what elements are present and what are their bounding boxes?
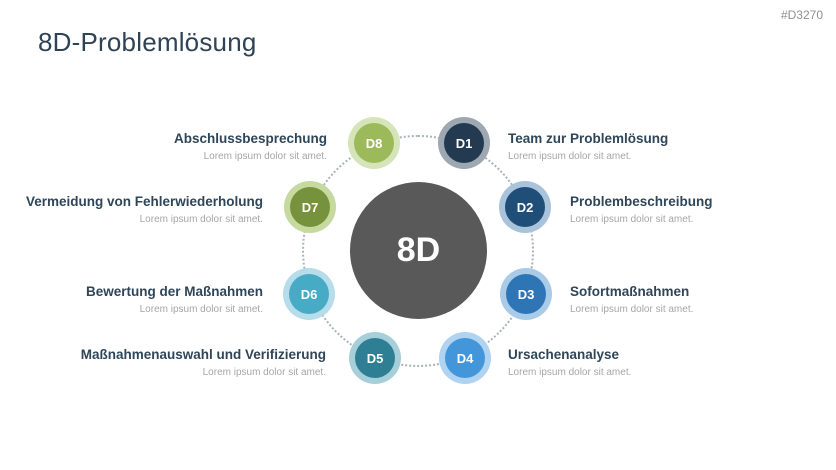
node-desc-d1: Lorem ipsum dolor sit amet.	[508, 151, 632, 162]
node-id-d7: D7	[301, 199, 319, 215]
node-circle-d6-inner: D6	[289, 274, 329, 314]
node-circle-d8: D8	[348, 117, 400, 169]
node-circle-d3-inner: D3	[506, 274, 546, 314]
node-id-d2: D2	[516, 199, 534, 215]
node-desc-d7: Lorem ipsum dolor sit amet.	[139, 214, 263, 225]
node-title-d4: Ursachenanalyse	[508, 347, 620, 362]
node-circle-d8-inner: D8	[354, 123, 394, 163]
node-circle-d4-inner: D4	[445, 338, 485, 378]
node-label-d1: Team zur Problemlösung Lorem ipsum dolor…	[508, 131, 836, 163]
node-circle-d6: D6	[283, 268, 335, 320]
node-circle-d4: D4	[439, 332, 491, 384]
node-id-d1: D1	[455, 135, 473, 151]
node-title-d8: Abschlussbesprechung	[173, 131, 327, 146]
node-circle-d3: D3	[500, 268, 552, 320]
node-label-d8: Abschlussbesprechung Lorem ipsum dolor s…	[0, 131, 327, 163]
dotted-connector-ring	[302, 135, 534, 367]
center-circle-label: 8D	[396, 231, 441, 269]
node-title-d1: Team zur Problemlösung	[508, 131, 669, 146]
node-circle-d2: D2	[499, 181, 551, 233]
node-title-d3: Sofortmaßnahmen	[570, 284, 690, 299]
node-label-d3: Sofortmaßnahmen Lorem ipsum dolor sit am…	[570, 284, 836, 316]
node-label-d5: Maßnahmenauswahl und Verifizierung Lorem…	[0, 347, 326, 379]
node-circle-d5-inner: D5	[355, 338, 395, 378]
node-circle-d1: D1	[438, 117, 490, 169]
node-desc-d5: Lorem ipsum dolor sit amet.	[202, 367, 326, 378]
node-label-d7: Vermeidung von Fehlerwiederholung Lorem …	[0, 194, 263, 226]
node-id-d8: D8	[365, 135, 383, 151]
node-label-d2: Problembeschreibung Lorem ipsum dolor si…	[570, 194, 836, 226]
page-title: 8D-Problemlösung	[38, 27, 257, 57]
node-id-d6: D6	[300, 286, 318, 302]
node-desc-d2: Lorem ipsum dolor sit amet.	[570, 214, 694, 225]
node-id-d5: D5	[366, 350, 384, 366]
node-id-d4: D4	[456, 350, 474, 366]
node-circle-d5: D5	[349, 332, 401, 384]
node-circle-d7-inner: D7	[290, 187, 330, 227]
node-label-d4: Ursachenanalyse Lorem ipsum dolor sit am…	[508, 347, 836, 379]
node-desc-d3: Lorem ipsum dolor sit amet.	[570, 304, 694, 315]
center-circle-8d: 8D	[350, 182, 487, 319]
node-desc-d6: Lorem ipsum dolor sit amet.	[139, 304, 263, 315]
node-title-d5: Maßnahmenauswahl und Verifizierung	[80, 347, 326, 362]
node-desc-d4: Lorem ipsum dolor sit amet.	[508, 367, 632, 378]
node-title-d7: Vermeidung von Fehlerwiederholung	[25, 194, 263, 209]
node-circle-d2-inner: D2	[505, 187, 545, 227]
slide-code-label: #D3270	[780, 8, 823, 22]
node-circle-d1-inner: D1	[444, 123, 484, 163]
node-label-d6: Bewertung der Maßnahmen Lorem ipsum dolo…	[0, 284, 263, 316]
node-title-d6: Bewertung der Maßnahmen	[85, 284, 263, 299]
node-circle-d7: D7	[284, 181, 336, 233]
node-title-d2: Problembeschreibung	[570, 194, 713, 209]
node-desc-d8: Lorem ipsum dolor sit amet.	[203, 151, 327, 162]
node-id-d3: D3	[517, 286, 535, 302]
